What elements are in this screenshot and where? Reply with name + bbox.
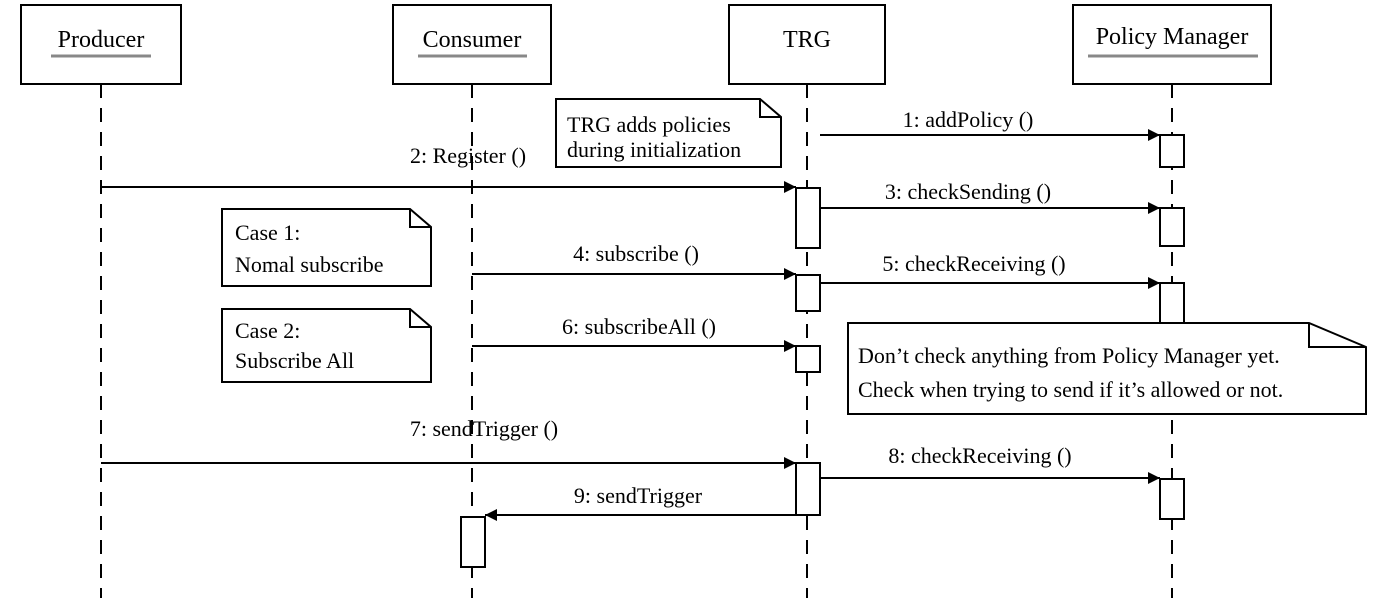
message-5-label: 5: checkReceiving () [882, 251, 1065, 276]
activation-consumer-1 [460, 516, 486, 568]
activation-trg-3 [795, 345, 821, 373]
message-7: 7: sendTrigger () [101, 416, 796, 469]
note-case-1-line-1: Case 1: [235, 220, 300, 245]
message-2: 2: Register () [101, 143, 796, 193]
note-trg-adds-policies: TRG adds policies during initialization [555, 98, 782, 168]
actor-producer-label: Producer [58, 27, 145, 53]
message-5: 5: checkReceiving () [820, 251, 1160, 289]
activation-policy-1 [1159, 134, 1185, 168]
message-1-label: 1: addPolicy () [903, 107, 1034, 132]
message-1: 1: addPolicy () [820, 107, 1160, 141]
message-9: 9: sendTrigger [485, 483, 796, 521]
message-8-label: 8: checkReceiving () [888, 443, 1071, 468]
activation-policy-4 [1159, 478, 1185, 520]
note-case-2-line-1: Case 2: [235, 318, 300, 343]
note-dont-check-line-1: Don’t check anything from Policy Manager… [858, 343, 1280, 368]
message-7-label: 7: sendTrigger () [410, 416, 558, 441]
activation-trg-4 [795, 462, 821, 516]
note-trg-adds-policies-line-2: during initialization [567, 137, 741, 162]
note-case-1-line-2: Nomal subscribe [235, 252, 383, 277]
actor-policy-manager: Policy Manager [1072, 4, 1272, 85]
message-3-label: 3: checkSending () [885, 179, 1051, 204]
message-6: 6: subscribeAll () [472, 314, 796, 352]
note-case-2: Case 2: Subscribe All [221, 308, 432, 383]
activation-trg-2 [795, 274, 821, 312]
message-4-label: 4: subscribe () [573, 241, 699, 266]
actor-policy-manager-label: Policy Manager [1096, 24, 1249, 50]
message-6-label: 6: subscribeAll () [562, 314, 716, 339]
note-case-1: Case 1: Nomal subscribe [221, 208, 432, 287]
note-trg-adds-policies-line-1: TRG adds policies [567, 112, 731, 137]
note-dont-check-line-2: Check when trying to send if it’s allowe… [858, 377, 1283, 402]
actor-trg: TRG [728, 4, 886, 85]
activation-policy-2 [1159, 207, 1185, 247]
actor-trg-label: TRG [783, 27, 831, 53]
message-8: 8: checkReceiving () [820, 443, 1160, 484]
actor-consumer-label: Consumer [423, 27, 522, 53]
note-dont-check: Don’t check anything from Policy Manager… [847, 322, 1367, 415]
activation-trg-1 [795, 187, 821, 249]
message-4: 4: subscribe () [472, 241, 796, 280]
activation-policy-3 [1159, 282, 1185, 326]
actor-consumer: Consumer [392, 4, 552, 85]
actor-producer: Producer [20, 4, 182, 85]
message-9-label: 9: sendTrigger [574, 483, 703, 508]
message-2-label: 2: Register () [410, 143, 526, 168]
message-3: 3: checkSending () [820, 179, 1160, 214]
note-case-2-line-2: Subscribe All [235, 348, 354, 373]
